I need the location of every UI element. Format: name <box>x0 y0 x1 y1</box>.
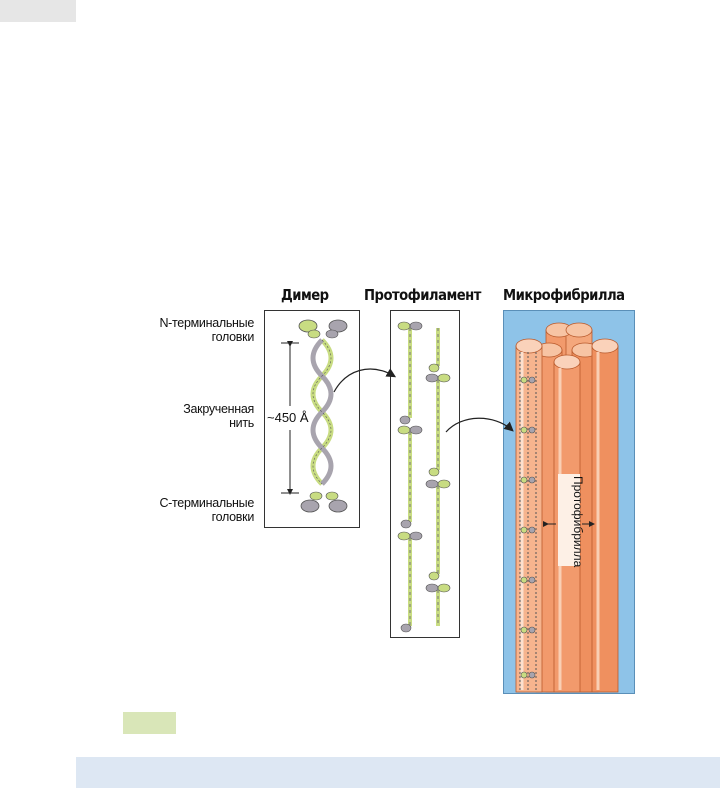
arrow-protofilament-to-microfibril <box>445 417 514 433</box>
label-n-terminal-line1: N-терминальные <box>159 316 254 330</box>
corner-tab <box>0 0 76 22</box>
protofilament-left-column <box>397 321 423 633</box>
label-n-terminal-line2: головки <box>211 330 255 344</box>
dimer-head-green-n <box>298 319 318 333</box>
label-coiled-line1: Закрученная <box>183 402 254 416</box>
dimer-head-gray-c <box>300 499 320 513</box>
protofilament-group <box>397 321 451 633</box>
label-c-terminal-line1: C-терминальные <box>159 496 254 510</box>
arrow-dimer-to-protofilament <box>333 368 397 393</box>
title-microfibril: Микрофибрилла <box>503 286 625 304</box>
dimer-panel <box>264 310 360 528</box>
dimer-head-gray-c2 <box>328 499 348 513</box>
label-coiled-coil: Закрученная нить <box>124 402 254 430</box>
footer-bar <box>76 757 720 788</box>
microfibril-heads <box>520 376 536 679</box>
protofilament-panel <box>390 310 460 638</box>
length-indicator <box>281 341 299 495</box>
dimer-strand-gray <box>310 338 334 486</box>
dimer-head-gray-n <box>328 319 348 333</box>
protofibril-label-bg <box>558 474 580 566</box>
title-dimer: Димер <box>281 286 329 304</box>
label-n-terminal: N-терминальные головки <box>124 316 254 344</box>
label-c-terminal: C-терминальные головки <box>124 496 254 524</box>
label-coiled-line2: нить <box>229 416 254 430</box>
green-highlight-chip <box>123 712 176 734</box>
label-c-terminal-line2: головки <box>211 510 255 524</box>
length-label: ~450 Å <box>267 410 309 425</box>
protofilament-right-column <box>425 328 451 626</box>
protofibril-label: Протофибрилла <box>571 476 585 568</box>
dimer-molecule <box>298 319 348 513</box>
title-protofilament: Протофиламент <box>364 286 481 304</box>
